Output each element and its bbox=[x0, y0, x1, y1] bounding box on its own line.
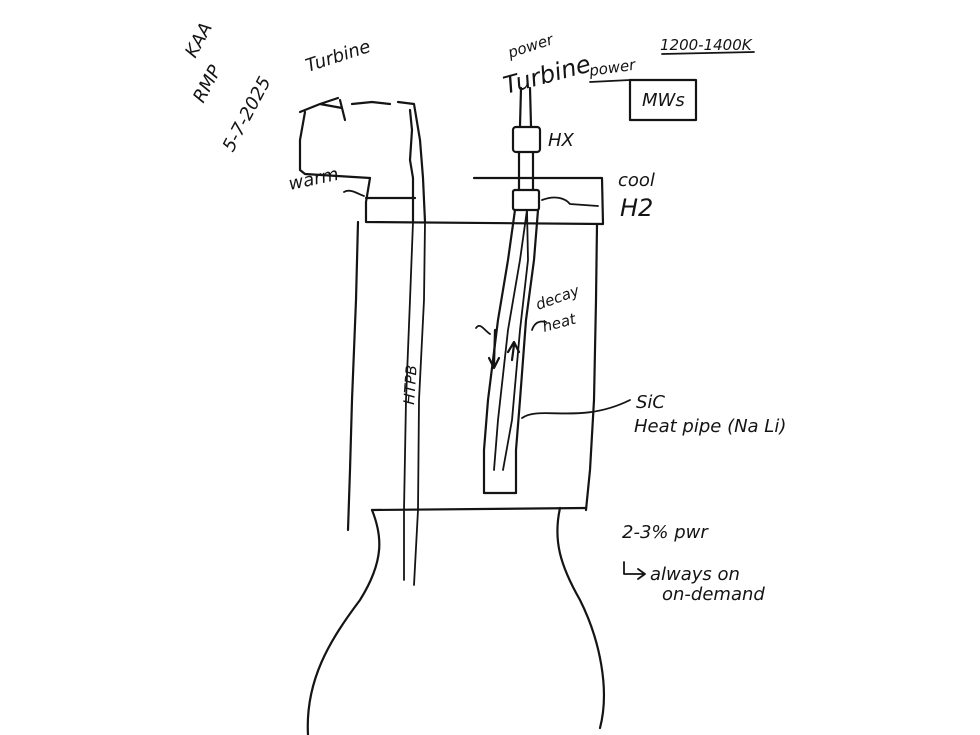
heat-label: heat bbox=[540, 309, 578, 335]
turbine-left-top bbox=[350, 100, 392, 106]
hx-block bbox=[511, 125, 542, 154]
h2-coupling-block bbox=[511, 188, 541, 212]
sic-label: SiC bbox=[636, 392, 665, 413]
on-demand-label: on-demand bbox=[662, 584, 765, 605]
lower-bulb-left bbox=[306, 508, 381, 735]
heat-pipe-label: Heat pipe (Na Li) bbox=[634, 416, 786, 437]
mws-box bbox=[628, 78, 698, 122]
vessel-right-wall bbox=[584, 222, 599, 512]
htpb-rod-right-edge bbox=[413, 221, 426, 586]
vessel-left-wall bbox=[346, 220, 360, 532]
warm-pipe-inner bbox=[408, 108, 415, 224]
initials-rmp: RMP bbox=[189, 62, 226, 106]
turbine-left-arrow bbox=[298, 96, 347, 122]
warm-leader bbox=[343, 189, 365, 197]
hx-label: HX bbox=[548, 130, 575, 151]
power-top-label: power bbox=[505, 30, 556, 62]
mws-label: MWs bbox=[642, 90, 685, 111]
always-on-arrow bbox=[623, 561, 646, 580]
always-on-label: always on bbox=[650, 564, 740, 585]
warm-pipe-outer bbox=[396, 100, 427, 224]
htpb-label: HTPB bbox=[400, 364, 421, 405]
heat-pipe-down-arrow bbox=[487, 328, 501, 370]
initials-kaa: KAA bbox=[181, 19, 217, 61]
heat-pipe-up-arrow bbox=[506, 340, 521, 362]
warm-label: warm bbox=[287, 164, 341, 195]
cool-label: cool bbox=[618, 170, 655, 191]
plenum-box bbox=[364, 176, 605, 226]
decay-arrow-right bbox=[531, 320, 547, 331]
cool-h2-leader bbox=[541, 196, 599, 207]
turbine-left-label: Turbine bbox=[303, 36, 373, 77]
heat-pipe-upper bbox=[517, 150, 535, 192]
sic-leader bbox=[521, 399, 631, 419]
vessel-bottom-line bbox=[370, 506, 588, 512]
decay-arrow-left bbox=[475, 324, 491, 335]
temperature-range: 1200-1400K bbox=[660, 36, 753, 54]
decay-label: decay bbox=[533, 281, 583, 314]
h2-label: H2 bbox=[620, 194, 653, 222]
heat-pipe-outer-left bbox=[482, 208, 517, 495]
heat-pipe-outer-right bbox=[514, 208, 540, 495]
power-to-mws-line bbox=[589, 79, 631, 83]
power-right-label: power bbox=[587, 56, 637, 81]
turbine-left-shaft bbox=[298, 110, 372, 180]
heat-pipe-inner bbox=[493, 209, 529, 471]
sketch-date: 5-7-2025 bbox=[219, 73, 276, 155]
power-percentage-label: 2-3% pwr bbox=[622, 522, 709, 543]
htpb-rod-left-edge bbox=[403, 221, 414, 581]
turbine-power-shaft-right bbox=[518, 86, 533, 128]
lower-bulb-right bbox=[556, 506, 606, 730]
temperature-underline bbox=[661, 51, 755, 55]
